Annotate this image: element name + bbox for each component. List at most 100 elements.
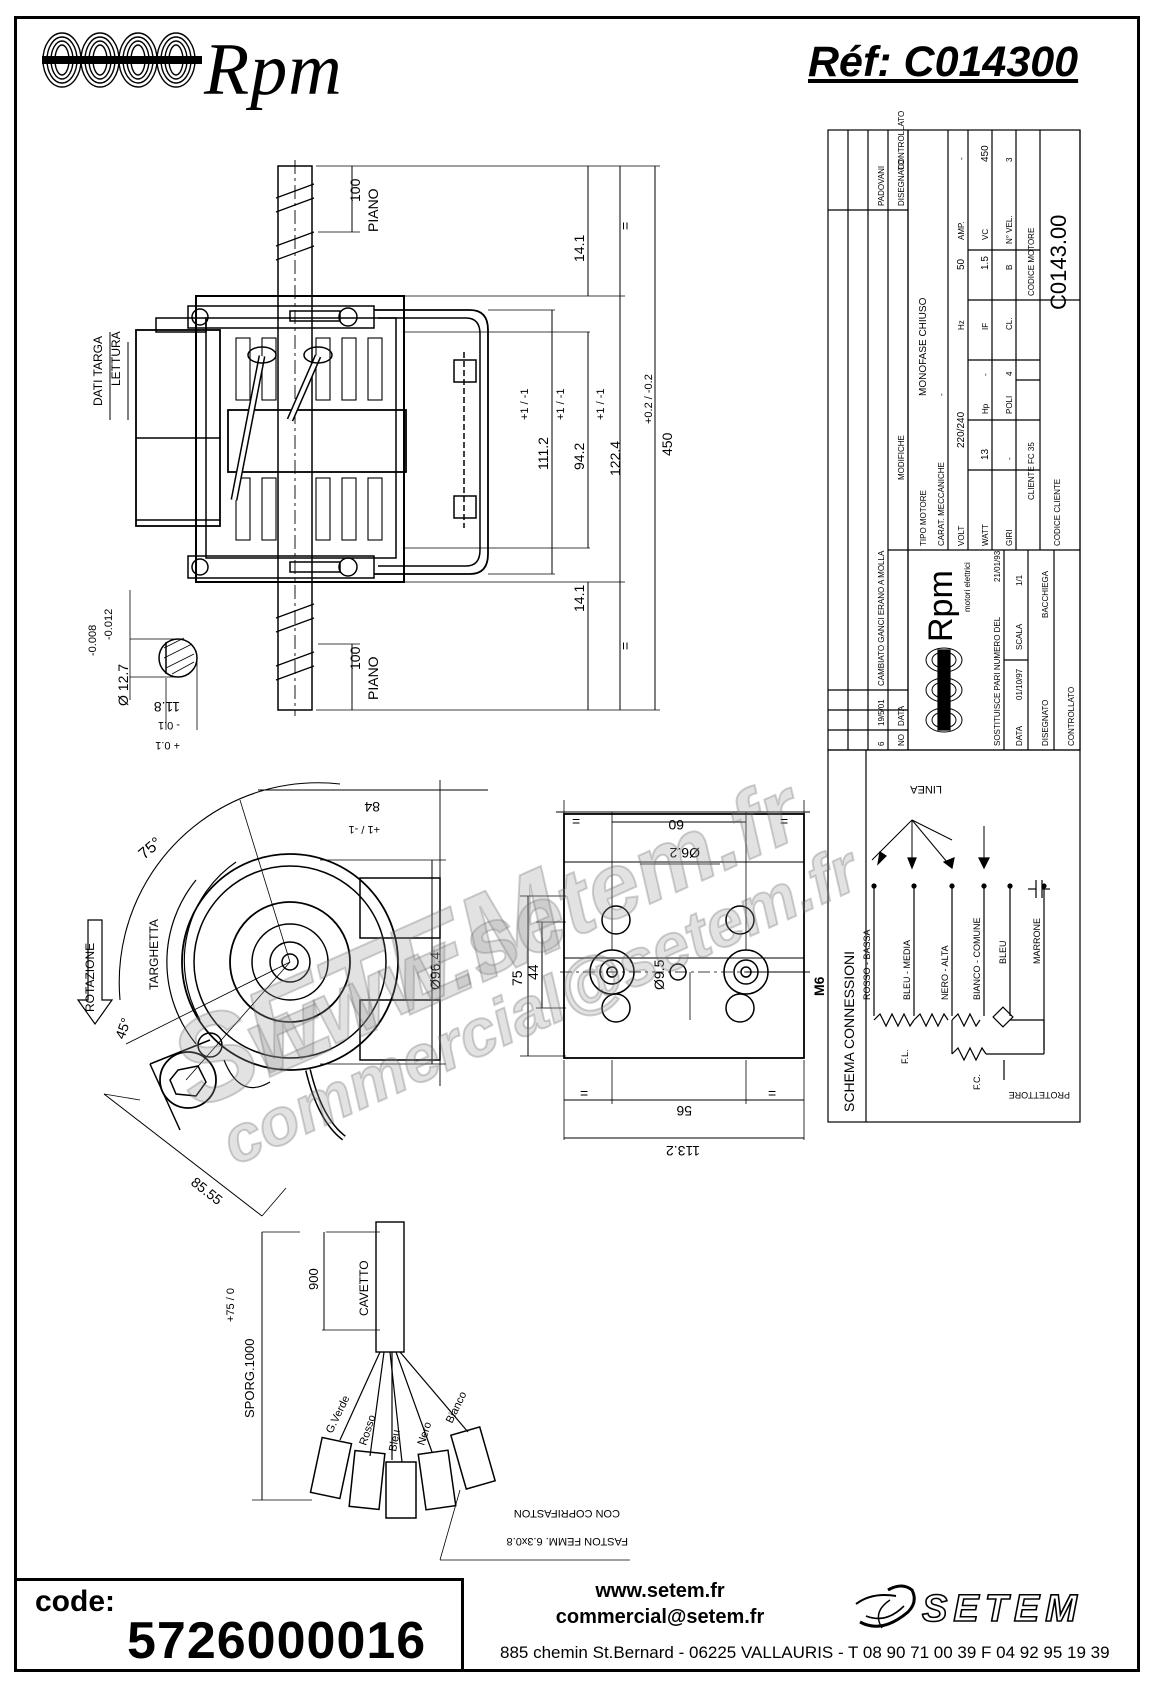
dim-94-2: 94.2 [571, 443, 587, 470]
setem-swoosh-icon [855, 1584, 916, 1629]
dim-75: 75 [509, 970, 525, 986]
flat-tol-plus: + 0.1 [155, 739, 180, 751]
shaft-diameter: Ø 12.7 [115, 664, 131, 706]
tol-111-2: +1 / -1 [519, 389, 531, 421]
title-block [827, 129, 1081, 751]
dim-piano-top-label: PIANO [365, 188, 381, 232]
tb-controllato-head: CONTROLLATO [897, 111, 906, 170]
eq-mark-bracket-right: = [780, 813, 788, 829]
tb-rev-date: 19/5/01 [877, 699, 886, 726]
rpm-coil-logo [42, 32, 202, 88]
schema-fc: F.C. [972, 1074, 982, 1090]
shaft-tol-minus: -0.008 [87, 625, 99, 656]
tb-cl: CL. [1005, 318, 1014, 330]
tb-codice-value: C0143.00 [1046, 215, 1071, 310]
tb-disegnato-label: DISEGNATO [1041, 700, 1050, 746]
motor-outer-circle [181, 853, 399, 1071]
footer-email[interactable]: commercial@setem.fr [555, 1606, 765, 1628]
code-box: code: 5726000016 [14, 1578, 464, 1672]
schema-wire-bleu-media: BLEU - MEDIA [902, 940, 912, 1000]
shaft-tol-plus: -0.012 [103, 609, 115, 640]
tb-poli-value: 4 [1005, 371, 1014, 376]
label-targhetta: TARGHETTA [147, 919, 161, 990]
label-faston: FASTON FEMM. 6.3x0.8 [507, 1535, 628, 1547]
tb-codice-motore: CODICE MOTORE [1027, 228, 1036, 296]
motor-frame [195, 295, 405, 583]
tb-codice-cliente: CODICE CLIENTE [1053, 479, 1062, 546]
tol-122-4: +1 / -1 [595, 389, 607, 421]
dim-122-4: 122.4 [607, 441, 623, 476]
tb-brand-sub: motori elettrici [963, 562, 972, 612]
dim-piano-bottom-label: PIANO [365, 656, 381, 700]
dim-14-1-top: 14.1 [571, 235, 587, 262]
tb-if-value: 1.5 [980, 256, 991, 270]
schema-wire-marrone: MARRONE [1032, 918, 1042, 964]
dim-14-1-bottom: 14.1 [571, 585, 587, 612]
tb-nvel-value: 3 [1005, 157, 1014, 162]
eq-mark-bracket-br: = [768, 1085, 776, 1101]
code-value: 5726000016 [127, 1612, 427, 1670]
schema-protettore: PROTETTORE [1009, 1090, 1070, 1100]
angle-45: 45° [112, 1016, 134, 1041]
tb-volt: VOLT [957, 526, 966, 546]
angle-75: 75° [136, 834, 165, 863]
side-view [76, 780, 488, 1217]
eq-mark-top: = [617, 222, 633, 230]
label-sporg: SPORG.1000 [242, 1339, 257, 1419]
cable-view [252, 1221, 630, 1561]
schema-title: SCHEMA CONNESSIONI [841, 951, 857, 1112]
wire-label-nero: Nero [415, 1421, 434, 1447]
tb-hp: Hp [981, 403, 990, 414]
brand-logo-text: Rpm [204, 29, 343, 111]
eq-mark-bracket-left: = [572, 813, 580, 829]
tb-volt-value: 220/240 [956, 411, 967, 448]
label-dati-targa: DATI TARGA [91, 336, 105, 406]
tol-84: +1 / -1 [349, 823, 381, 835]
tb-date-label: DATA [1015, 725, 1024, 746]
label-cavetto: CAVETTO [357, 1260, 371, 1316]
wire-label-bleu: Bleu [387, 1429, 403, 1453]
dim-900: 900 [306, 1268, 321, 1290]
dim-piano-top-value: 100 [347, 178, 363, 202]
code-label: code: [35, 1585, 116, 1618]
schema-wire-bleu: BLEU [998, 940, 1008, 964]
schema-wire-bianco: BIANCO - COMUNE [972, 917, 982, 1000]
dim-9-5: Ø9.5 [651, 959, 667, 990]
reference-number: Réf: C014300 [808, 38, 1079, 86]
flat-tol-minus: - 0.1 [158, 719, 180, 731]
tb-no: NO [897, 734, 906, 746]
footer-website[interactable]: www.setem.fr [595, 1580, 725, 1602]
tb-tipo-motore: TIPO MOTORE [919, 490, 928, 546]
dim-60: 60 [668, 817, 684, 833]
tb-disegnato-value: BACCHIEGA [1041, 570, 1050, 618]
tb-nvel: N° VEL. [1005, 215, 1014, 244]
setem-logo-text: SETEM [921, 1587, 1083, 1631]
dim-m6: M6 [811, 976, 827, 996]
tb-sostituisce: SOSTITUISCE PARI NUMERO DEL [993, 616, 1002, 746]
tb-scala-value: 1/1 [1015, 574, 1024, 586]
dim-56: 56 [676, 1103, 692, 1119]
tb-hz: Hz [957, 320, 966, 330]
schema-connessioni [827, 749, 1081, 1123]
dim-piano-bottom-value: 100 [347, 646, 363, 670]
tb-sost-date: 21/01/93 [993, 550, 1002, 582]
tb-poli: POLI [1005, 396, 1014, 414]
tb-hz-value: 50 [956, 258, 967, 270]
dim-96-4: Ø96.4 [427, 952, 443, 990]
sheet-frame [14, 16, 1140, 1672]
label-con-coprifaston: CON COPRIFASTON [514, 1507, 620, 1519]
schema-wire-rosso: ROSSO - BASSA [862, 929, 872, 1000]
tb-vc: VC [981, 229, 990, 240]
tb-carat-value: - [937, 393, 946, 396]
schema-linea: LINEA [910, 783, 942, 795]
tb-modifiche: MODIFICHE [897, 435, 906, 480]
dim-84: 84 [364, 799, 380, 815]
flat-dimension: 11.8 [154, 699, 180, 715]
tb-cl-value: B [1005, 265, 1014, 270]
tb-if: IF [981, 323, 990, 330]
bracket-view [520, 800, 810, 1140]
wire-label-rosso: Rosso [357, 1414, 378, 1447]
tb-rev-no: 6 [877, 741, 886, 746]
tb-date-value: 01/10/97 [1015, 668, 1024, 700]
